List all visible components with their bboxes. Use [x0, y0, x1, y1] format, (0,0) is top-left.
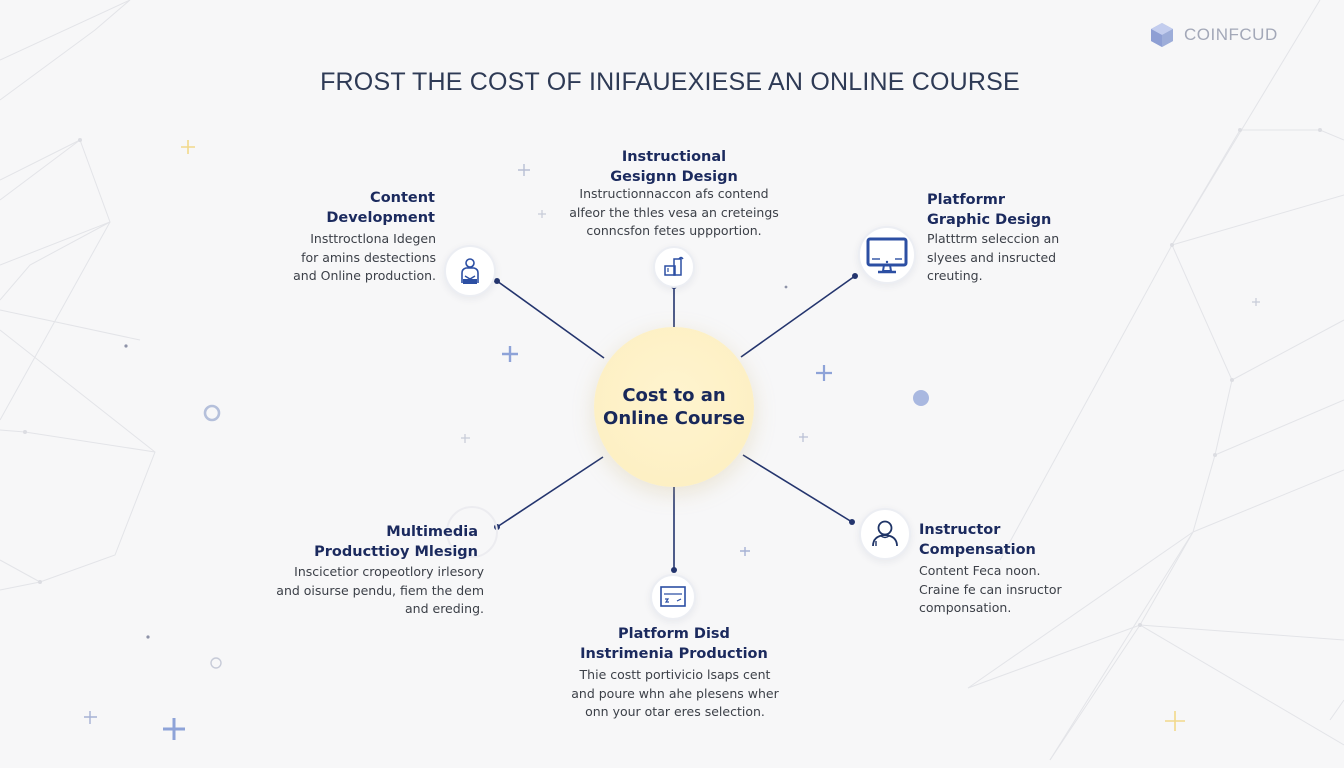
low-poly-vertices: [23, 128, 1322, 627]
low-poly-lines-left: [0, 0, 156, 591]
node-icon-instructional-design: [653, 246, 695, 288]
window-card-icon: [660, 586, 686, 607]
user-icon: [872, 520, 898, 547]
brand-logo: COINFCUD: [1148, 20, 1278, 50]
node-title-instructional-design: Instructional Gesignn Design: [610, 149, 738, 185]
person-at-desk-icon: [461, 258, 479, 284]
cube-icon: [1151, 23, 1173, 47]
brand-name: COINFCUD: [1184, 25, 1278, 44]
node-desc-instructional-design: Instructionnaccon afs contend alfeor the…: [569, 186, 779, 238]
node-title-multimedia-production: Multimedia Producttioy Mlesign: [314, 524, 478, 560]
hub-label: Cost to an Online Course: [603, 385, 745, 429]
node-desc-instructor-compensation: Content Feca noon. Craine fe can insruct…: [919, 563, 1062, 615]
node-desc-multimedia-production: Inscicetior cropeotlory irlesory and ois…: [276, 564, 484, 616]
node-icon-platform-multimedia-production: [650, 574, 696, 620]
sparkle-decorations: [84, 140, 1260, 740]
node-title-platform-multimedia-production: Platform Disd Instrimenia Production: [580, 626, 768, 662]
node-desc-content-development: Insttroctlona Idegen for amins destectio…: [293, 231, 436, 283]
node-title-platform-graphic-design: Platformr Graphic Design: [927, 192, 1052, 228]
page-title: FROST THE COST OF INIFAUEXIESE AN ONLINE…: [320, 68, 1020, 96]
design-blocks-icon: [664, 256, 684, 276]
connector-lines: [496, 275, 856, 570]
monitor-icon: [866, 237, 908, 274]
node-icon-content-development: [444, 245, 496, 297]
node-icon-instructor-compensation: [859, 508, 911, 560]
node-desc-platform-graphic-design: Platttrm seleccion an slyees and insruct…: [927, 231, 1060, 283]
node-desc-platform-multimedia-production: Thie costt portivicio lsaps cent and pou…: [571, 667, 779, 719]
node-title-content-development: Content Development: [326, 190, 435, 226]
node-icon-multimedia-production: [446, 506, 498, 558]
node-icon-platform-graphic-design: [858, 226, 916, 284]
node-title-instructor-compensation: Instructor Compensation: [919, 522, 1036, 558]
central-hub: Cost to an Online Course: [594, 327, 754, 487]
low-poly-lines-right: [967, 0, 1344, 761]
